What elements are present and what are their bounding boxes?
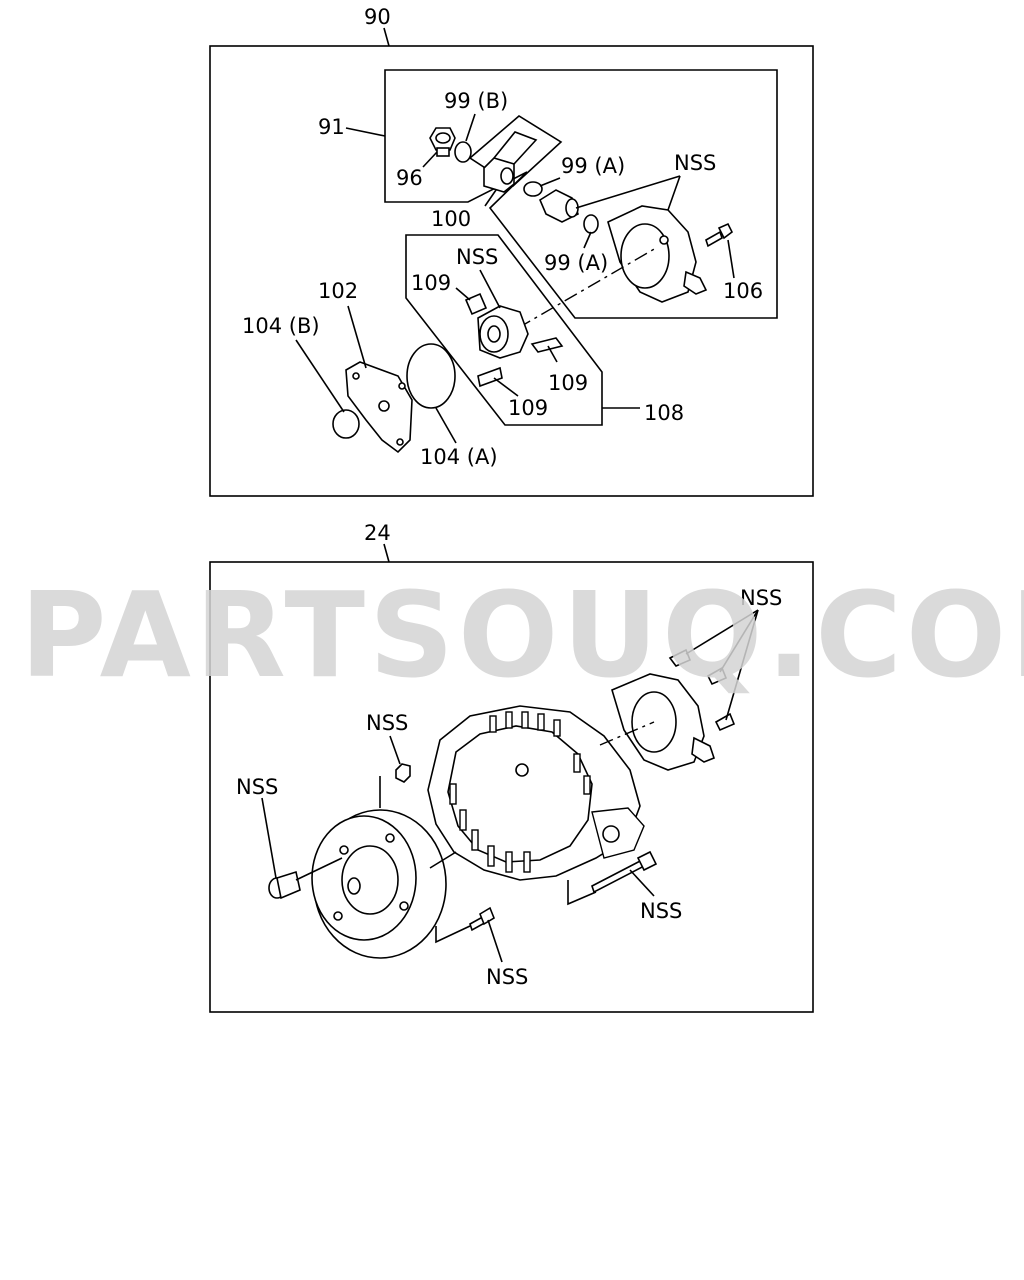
label-nss-mid[interactable]: NSS xyxy=(456,245,498,269)
part-100-bracket[interactable] xyxy=(483,131,538,193)
ref-90[interactable]: 90 xyxy=(364,5,391,29)
label-104b[interactable]: 104 (B) xyxy=(242,314,320,338)
label-106[interactable]: 106 xyxy=(723,279,763,303)
nss-bolt-b[interactable] xyxy=(706,666,728,686)
lower-panel: 24 xyxy=(209,521,814,1013)
part-99a-oring-2[interactable] xyxy=(583,214,599,234)
nss-bolt-a[interactable] xyxy=(668,648,692,667)
nss-nut[interactable] xyxy=(395,763,411,783)
pump-housing-upper[interactable] xyxy=(607,205,708,303)
centre-line-lower xyxy=(599,721,655,746)
part-99b-oring[interactable] xyxy=(454,141,472,163)
label-104a[interactable]: 104 (A) xyxy=(420,445,498,469)
leader-lines-upper xyxy=(295,113,735,444)
nss-pin[interactable] xyxy=(268,870,301,900)
part-104a-oring[interactable] xyxy=(406,343,456,409)
pulley[interactable] xyxy=(311,809,447,959)
leader-lines-lower xyxy=(261,609,759,963)
subassembly-outline xyxy=(384,69,778,319)
pump-housing-lower[interactable] xyxy=(611,673,715,771)
label-109-2[interactable]: 109 xyxy=(548,371,588,395)
kit-108-outline xyxy=(405,234,603,426)
part-96-plug[interactable] xyxy=(429,127,456,157)
alternator-housing[interactable] xyxy=(427,705,645,881)
label-109-1[interactable]: 109 xyxy=(411,271,451,295)
upper-panel: 90 xyxy=(209,5,814,497)
part-106-bolt[interactable] xyxy=(705,222,734,248)
part-99a-oring-1[interactable] xyxy=(523,181,543,197)
label-100[interactable]: 100 xyxy=(431,207,471,231)
vane-109-1[interactable] xyxy=(464,292,488,316)
label-99a-1[interactable]: 99 (A) xyxy=(561,154,625,178)
label-nss-short-bolt[interactable]: NSS xyxy=(486,965,528,989)
nipple-fitting[interactable] xyxy=(538,189,580,223)
label-nss-long-bolt[interactable]: NSS xyxy=(640,899,682,923)
part-102-cover[interactable] xyxy=(345,361,413,454)
label-109-3[interactable]: 109 xyxy=(508,396,548,420)
label-nss-top-right[interactable]: NSS xyxy=(740,586,782,610)
label-nss-pin[interactable]: NSS xyxy=(236,775,278,799)
part-104b-oring[interactable] xyxy=(332,409,360,439)
lower-frame xyxy=(209,561,814,1013)
nss-long-bolt[interactable] xyxy=(591,850,658,894)
label-nss-top[interactable]: NSS xyxy=(674,151,716,175)
label-96[interactable]: 96 xyxy=(396,166,423,190)
label-99a-2[interactable]: 99 (A) xyxy=(544,251,608,275)
nss-bolt-c[interactable] xyxy=(714,712,736,732)
label-102[interactable]: 102 xyxy=(318,279,358,303)
label-108[interactable]: 108 xyxy=(644,401,684,425)
pump-rotor[interactable] xyxy=(477,305,529,359)
vane-109-3[interactable] xyxy=(477,366,503,388)
ref-24[interactable]: 24 xyxy=(364,521,391,545)
upper-frame xyxy=(209,45,814,497)
watermark: PARTSOUQ.COM xyxy=(20,566,1024,704)
label-nss-nut[interactable]: NSS xyxy=(366,711,408,735)
housing-fins xyxy=(449,711,591,873)
vane-109-2[interactable] xyxy=(530,337,564,353)
label-99b[interactable]: 99 (B) xyxy=(444,89,508,113)
nss-short-bolt[interactable] xyxy=(469,906,495,932)
label-91[interactable]: 91 xyxy=(318,115,345,139)
